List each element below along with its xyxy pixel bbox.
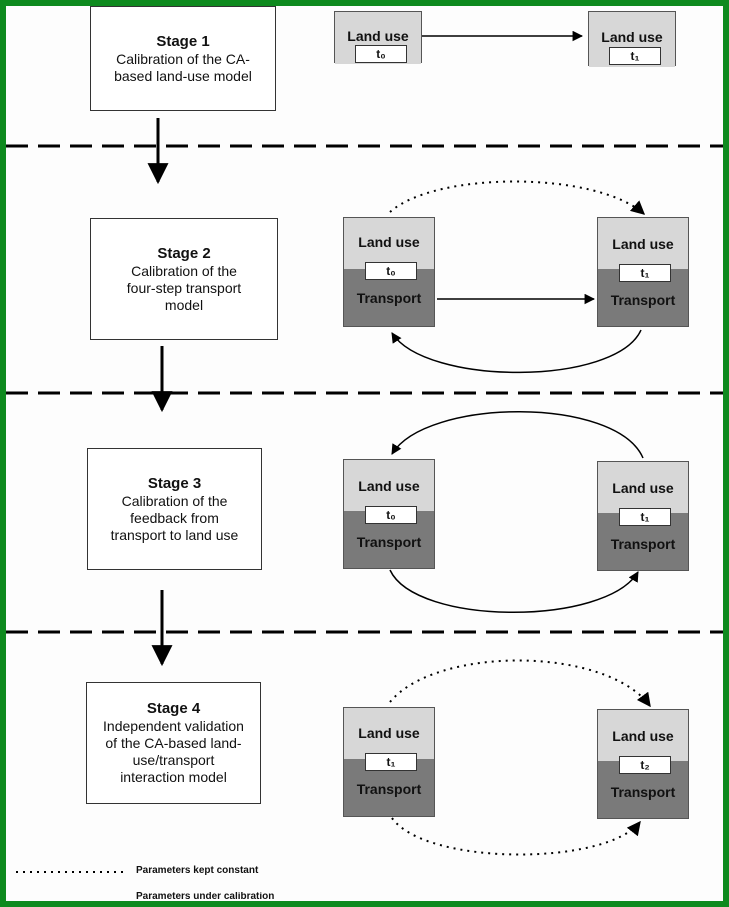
landuse-label: Land use xyxy=(612,480,674,496)
s4-t2-box: Land use t₂ Transport xyxy=(597,709,689,819)
connector-layer xyxy=(6,30,723,873)
stage-4-box: Stage 4 Independent validation of the CA… xyxy=(86,682,261,804)
landuse-block xyxy=(344,460,434,513)
stage-4-desc-line: interaction model xyxy=(120,769,227,785)
time-label-t1: t₁ xyxy=(619,508,671,526)
s3-top-arc xyxy=(391,411,644,459)
landuse-block xyxy=(598,218,688,271)
stage-3-desc-line: transport to land use xyxy=(110,526,239,543)
s4-t1-box: Land use t₁ Transport xyxy=(343,707,435,817)
s2-feedback-arc xyxy=(391,329,642,374)
stage-2-desc-line: four-step transport xyxy=(126,279,242,296)
stage-2-desc-line: model xyxy=(164,296,204,313)
landuse-label: Land use xyxy=(612,728,674,744)
stage-4-desc-line: Independent validation xyxy=(103,718,244,734)
stage-3-desc-line: Calibration of the xyxy=(121,492,228,509)
landuse-label: Land use xyxy=(601,29,663,45)
landuse-label: Land use xyxy=(358,234,420,250)
s1-landuse-t0-box: Land use t₀ xyxy=(334,11,422,64)
landuse-label: Land use xyxy=(347,28,409,44)
landuse-label: Land use xyxy=(612,236,674,252)
landuse-label: Land use xyxy=(358,478,420,494)
time-label-t0: t₀ xyxy=(365,262,417,280)
stage-3-title: Stage 3 xyxy=(147,474,202,492)
stage-4-title: Stage 4 xyxy=(146,700,201,717)
legend-calibration-text: Parameters under calibration xyxy=(136,892,275,900)
s2-t1-box: Land use t₁ Transport xyxy=(597,217,689,327)
transport-label: Transport xyxy=(356,290,422,306)
stage-2-title: Stage 2 xyxy=(157,244,211,262)
landuse-block xyxy=(344,708,434,761)
time-label-t0: t₀ xyxy=(355,45,407,63)
stage-3-desc-line: feedback from xyxy=(130,509,219,526)
time-label-t1: t₁ xyxy=(609,47,661,65)
s4-dotted-top-arc xyxy=(389,659,651,708)
stage-1-title: Stage 1 xyxy=(156,32,210,50)
stage-4-desc-line: of the CA-based land- xyxy=(105,735,242,751)
stage-4-desc-line: use/transport xyxy=(132,752,215,768)
time-label-t1: t₁ xyxy=(619,264,671,282)
transport-label: Transport xyxy=(356,781,422,797)
transport-label: Transport xyxy=(610,292,676,308)
stage-1-desc-line: Calibration of the CA- xyxy=(116,50,250,67)
s1-landuse-t1-box: Land use t₁ xyxy=(588,11,676,67)
stage-3-box: Stage 3 Calibration of the feedback from… xyxy=(87,448,262,570)
time-label-t2: t₂ xyxy=(619,756,671,774)
s2-dotted-top-arc xyxy=(389,180,646,215)
landuse-label: Land use xyxy=(358,725,420,741)
time-label-t1: t₁ xyxy=(365,753,417,771)
transport-label: Transport xyxy=(356,534,422,550)
stage-1-desc-line: based land-use model xyxy=(114,67,252,84)
landuse-block xyxy=(598,462,688,515)
s4-dotted-bottom-arc xyxy=(391,817,641,856)
s3-t0-box: Land use t₀ Transport xyxy=(343,459,435,569)
transport-label: Transport xyxy=(610,784,676,800)
stage-1-box: Stage 1 Calibration of the CA- based lan… xyxy=(90,6,276,111)
stage-2-box: Stage 2 Calibration of the four-step tra… xyxy=(90,218,278,340)
legend-constant-text: Parameters kept constant xyxy=(136,865,259,876)
s3-t1-box: Land use t₁ Transport xyxy=(597,461,689,571)
transport-label: Transport xyxy=(610,536,676,552)
s2-t0-box: Land use t₀ Transport xyxy=(343,217,435,327)
time-label-t0: t₀ xyxy=(365,506,417,524)
s3-bottom-arc xyxy=(389,569,639,613)
landuse-block xyxy=(598,710,688,763)
stage-2-desc-line: Calibration of the xyxy=(131,262,237,279)
